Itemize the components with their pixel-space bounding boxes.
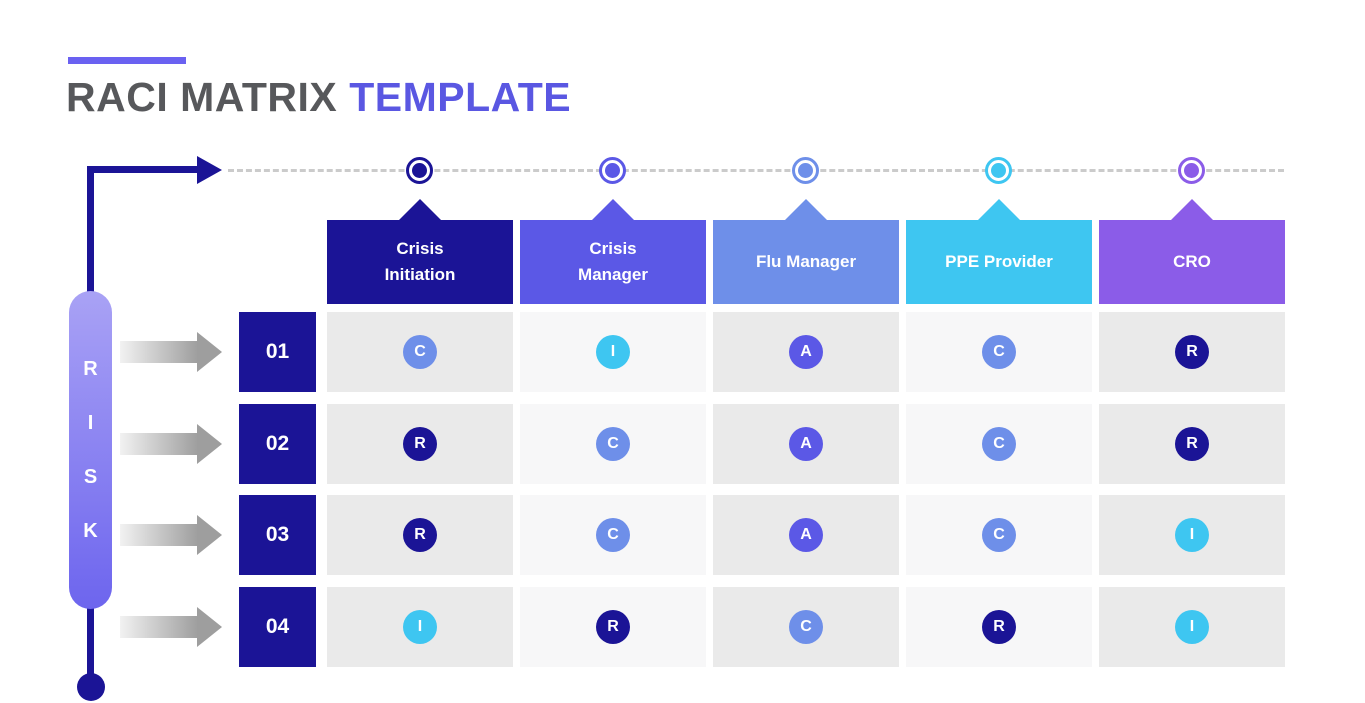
risk-axis-end-dot: [77, 673, 105, 701]
arrow-tip-icon: [197, 515, 222, 555]
raci-chip: A: [789, 518, 823, 552]
risk-letter: I: [87, 412, 94, 434]
matrix-cell: I: [327, 587, 513, 667]
title-accent: TEMPLATE: [349, 74, 572, 120]
raci-chip: I: [1175, 518, 1209, 552]
row-number-badge: 04: [239, 587, 316, 667]
raci-chip: R: [1175, 335, 1209, 369]
timeline-marker-dot: [412, 163, 427, 178]
risk-letter: K: [83, 520, 98, 542]
column-header-cro: CRO: [1099, 199, 1285, 304]
raci-chip: C: [596, 518, 630, 552]
risk-letter: R: [83, 358, 98, 380]
column-header-crisis-manager: Crisis Manager: [520, 199, 706, 304]
timeline-marker: [792, 157, 819, 184]
timeline-marker: [599, 157, 626, 184]
column-header-label: Crisis Manager: [578, 238, 648, 284]
column-header-pointer: [1171, 199, 1213, 220]
column-header-label: PPE Provider: [945, 251, 1053, 271]
arrow-body: [120, 616, 198, 638]
timeline-marker-dot: [798, 163, 813, 178]
timeline-marker-dot: [605, 163, 620, 178]
raci-chip: I: [403, 610, 437, 644]
matrix-cell: A: [713, 495, 899, 575]
raci-chip: C: [596, 427, 630, 461]
matrix-cell: I: [520, 312, 706, 392]
matrix-cell: A: [713, 312, 899, 392]
matrix-cell: A: [713, 404, 899, 484]
arrow-body: [120, 433, 198, 455]
row-arrow: [120, 515, 222, 555]
matrix-cell: R: [520, 587, 706, 667]
column-header-label: Crisis Initiation: [384, 238, 456, 284]
matrix-cell: C: [520, 404, 706, 484]
risk-letter: S: [83, 466, 98, 488]
risk-axis-pill: R I S K: [69, 291, 112, 609]
matrix-cell: C: [906, 312, 1092, 392]
column-header-pointer: [978, 199, 1020, 220]
matrix-cell: C: [906, 495, 1092, 575]
raci-chip: C: [982, 427, 1016, 461]
arrow-tip-icon: [197, 332, 222, 372]
matrix-cell: C: [906, 404, 1092, 484]
column-header-ppe-provider: PPE Provider: [906, 199, 1092, 304]
row-number-badge: 03: [239, 495, 316, 575]
timeline-marker-dot: [991, 163, 1006, 178]
arrow-tip-icon: [197, 607, 222, 647]
row-number-badge: 01: [239, 312, 316, 392]
raci-chip: R: [403, 427, 437, 461]
matrix-cell: C: [327, 312, 513, 392]
raci-chip: R: [1175, 427, 1209, 461]
column-header-pointer: [592, 199, 634, 220]
matrix-cell: I: [1099, 495, 1285, 575]
matrix-cell: R: [327, 404, 513, 484]
column-header-crisis-initiation: Crisis Initiation: [327, 199, 513, 304]
timeline-marker-dot: [1184, 163, 1199, 178]
matrix-cell: C: [713, 587, 899, 667]
matrix-cell: R: [1099, 312, 1285, 392]
column-header-pointer: [785, 199, 827, 220]
timeline-marker: [406, 157, 433, 184]
raci-chip: A: [789, 335, 823, 369]
row-arrow: [120, 332, 222, 372]
timeline-marker: [1178, 157, 1205, 184]
title-primary: RACI MATRIX: [66, 74, 338, 120]
raci-chip: C: [403, 335, 437, 369]
row-number-badge: 02: [239, 404, 316, 484]
matrix-cell: R: [327, 495, 513, 575]
matrix-cell: I: [1099, 587, 1285, 667]
timeline-dashed-line: [228, 169, 1284, 172]
timeline-arrowhead-icon: [197, 156, 222, 184]
column-header-label: Flu Manager: [755, 251, 857, 271]
matrix-cell: R: [906, 587, 1092, 667]
raci-chip: R: [982, 610, 1016, 644]
arrow-body: [120, 341, 198, 363]
raci-chip: R: [596, 610, 630, 644]
raci-chip: C: [789, 610, 823, 644]
arrow-tip-icon: [197, 424, 222, 464]
raci-chip: C: [982, 335, 1016, 369]
raci-chip: C: [982, 518, 1016, 552]
title-accent-bar: [68, 57, 186, 64]
column-header-pointer: [399, 199, 441, 220]
timeline-marker: [985, 157, 1012, 184]
arrow-body: [120, 524, 198, 546]
raci-chip: R: [403, 518, 437, 552]
matrix-cell: C: [520, 495, 706, 575]
column-header-flu-manager: Flu Manager: [713, 199, 899, 304]
raci-chip: A: [789, 427, 823, 461]
matrix-cell: R: [1099, 404, 1285, 484]
column-header-label: CRO: [1173, 251, 1211, 271]
raci-chip: I: [596, 335, 630, 369]
row-arrow: [120, 424, 222, 464]
row-arrow: [120, 607, 222, 647]
raci-chip: I: [1175, 610, 1209, 644]
timeline-arrow-shaft: [87, 166, 198, 173]
